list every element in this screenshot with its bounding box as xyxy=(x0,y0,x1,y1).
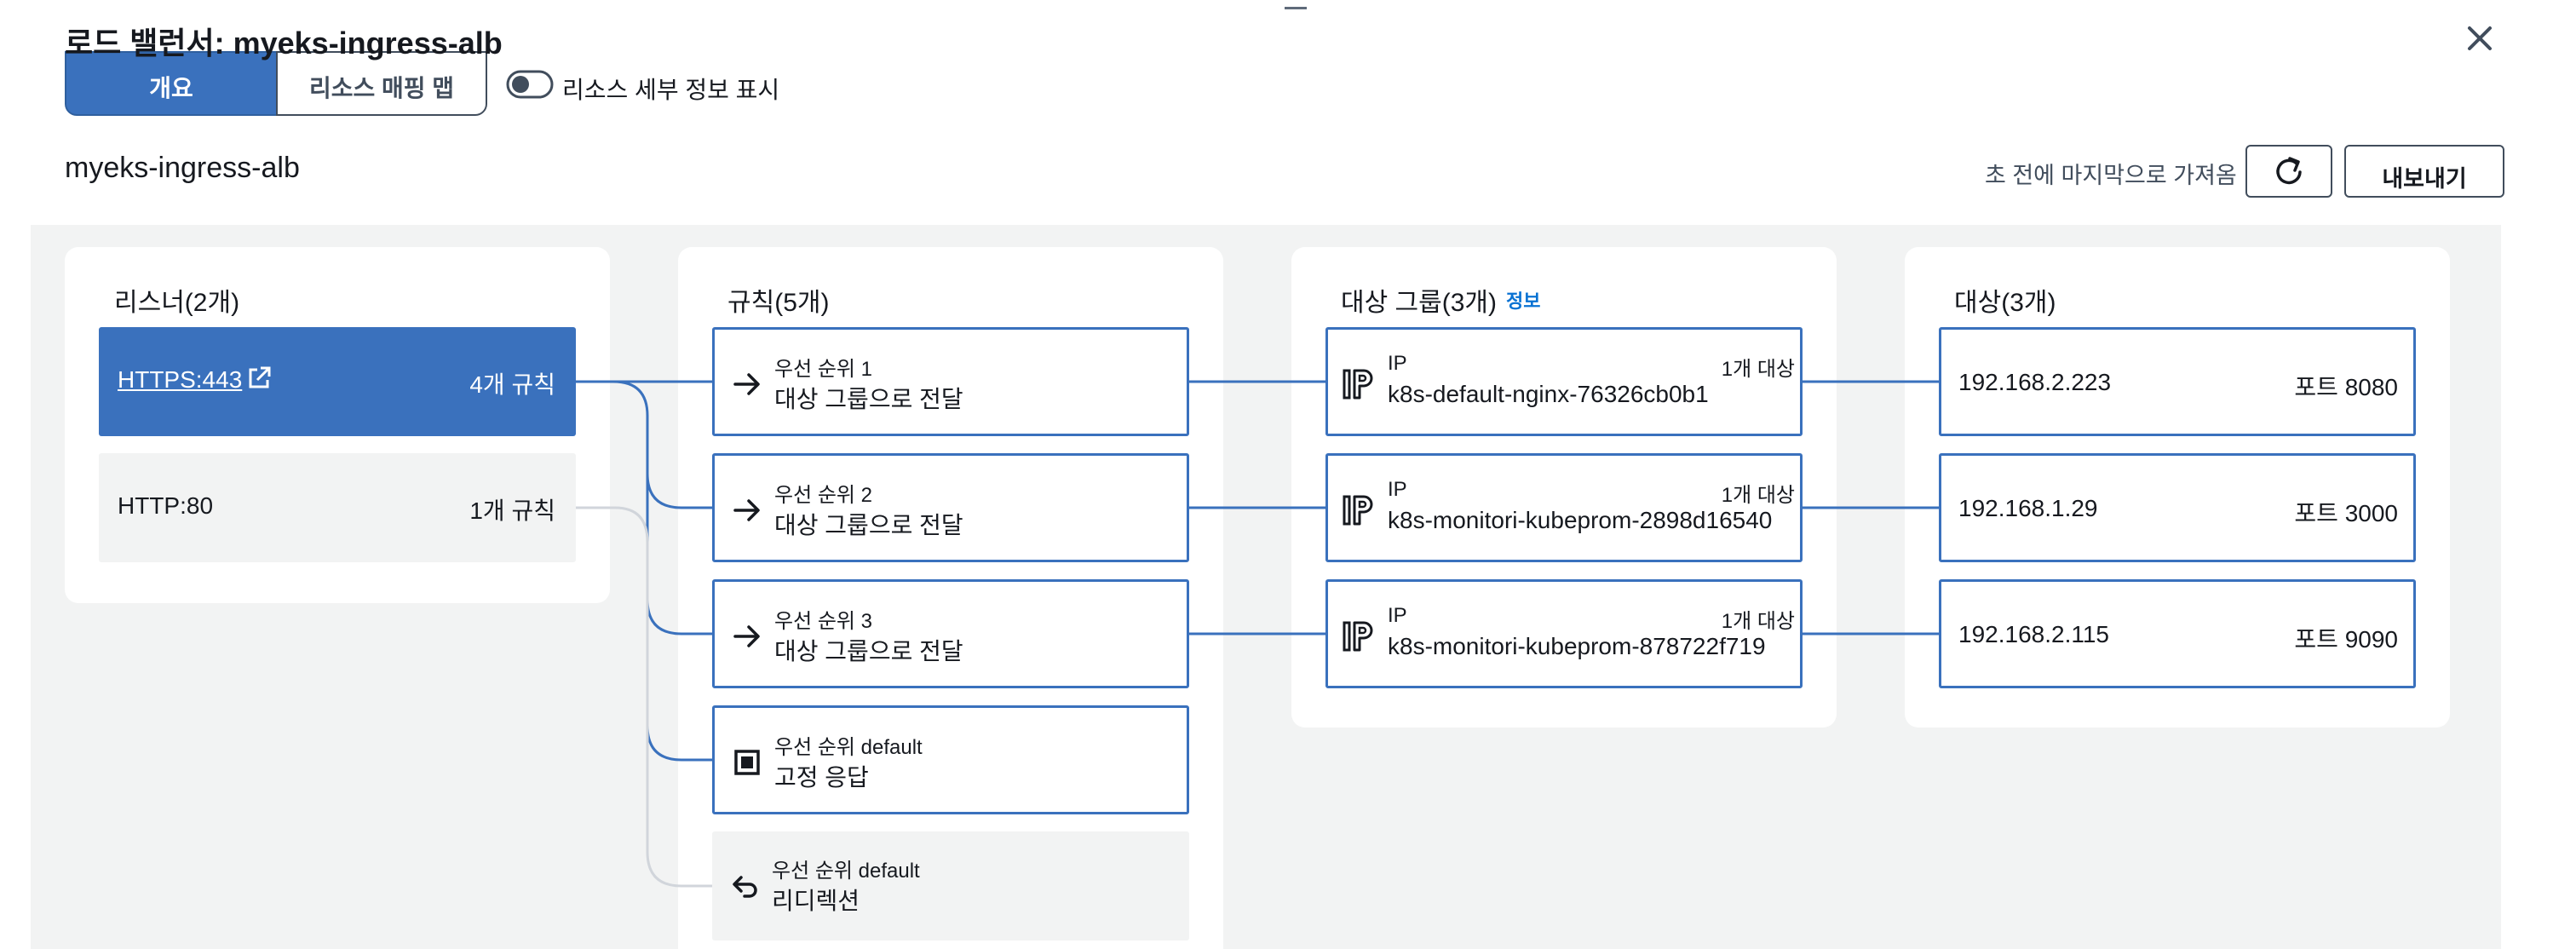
targets-title: 대상(3개) xyxy=(1954,289,2056,317)
target-group-count: 1개 대상 xyxy=(1721,484,1795,507)
target-group-name: k8s-default-nginx-76326cb0b1 xyxy=(1388,381,1709,407)
listener-name[interactable]: HTTPS:443 xyxy=(118,366,243,393)
rule-priority: 우선 순위 2 xyxy=(774,484,873,507)
last-fetched-text: 초 전에 마지막으로 가져옴 xyxy=(1985,163,2237,188)
target-group-name: k8s-monitori-kubeprom-2898d16540 xyxy=(1388,507,1773,533)
target-group-node[interactable]: IP 1개 대상 k8s-default-nginx-76326cb0b1 xyxy=(1325,327,1803,436)
target-group-count: 1개 대상 xyxy=(1721,358,1795,381)
ip-icon xyxy=(1343,495,1373,526)
target-group-node[interactable]: IP 1개 대상 k8s-monitori-kubeprom-2898d1654… xyxy=(1325,453,1803,562)
target-groups-info-link[interactable]: 정보 xyxy=(1506,290,1541,312)
rule-action: 리디렉션 xyxy=(772,888,860,914)
fixed-response-icon xyxy=(734,750,760,775)
segment-overview[interactable]: 개요 xyxy=(65,51,278,116)
target-group-node[interactable]: IP 1개 대상 k8s-monitori-kubeprom-878722f71… xyxy=(1325,579,1803,688)
rule-node[interactable]: 우선 순위 default 고정 응답 xyxy=(712,705,1189,814)
rule-priority: 우선 순위 default xyxy=(774,736,923,759)
details-toggle-label: 리소스 세부 정보 표시 xyxy=(562,77,780,103)
listener-name: HTTP:80 xyxy=(118,492,214,519)
target-node[interactable]: 192.168.2.115 포트 9090 xyxy=(1939,579,2416,688)
rules-title: 규칙(5개) xyxy=(727,289,830,317)
target-port: 포트 9090 xyxy=(2294,626,2398,653)
ip-icon xyxy=(1343,369,1373,400)
target-port: 포트 3000 xyxy=(2294,500,2398,526)
close-button-overlay[interactable] xyxy=(2458,17,2501,60)
target-group-name: k8s-monitori-kubeprom-878722f719 xyxy=(1388,633,1766,659)
toggle-icon xyxy=(506,70,554,99)
rule-node[interactable]: 우선 순위 3 대상 그룹으로 전달 xyxy=(712,579,1189,688)
rule-action: 대상 그룹으로 전달 xyxy=(774,638,963,664)
listener-https-443[interactable]: HTTPS:443 4개 규칙 xyxy=(99,327,576,436)
segment-resource-map[interactable]: 리소스 매핑 맵 xyxy=(276,51,487,116)
details-toggle[interactable] xyxy=(506,60,554,104)
rule-priority: 우선 순위 1 xyxy=(774,358,873,381)
target-groups-title: 대상 그룹(3개) xyxy=(1341,289,1497,317)
load-balancer-name: myeks-ingress-alb xyxy=(65,152,300,184)
target-group-type: IP xyxy=(1388,352,1407,375)
external-link-icon xyxy=(249,366,271,388)
target-ip: 192.168.1.29 xyxy=(1958,495,2098,521)
rule-node[interactable]: 우선 순위 1 대상 그룹으로 전달 xyxy=(712,327,1189,436)
segment-overview-label: 개요 xyxy=(149,75,193,101)
rule-action: 고정 응답 xyxy=(774,764,869,791)
target-group-type: IP xyxy=(1388,604,1407,627)
target-node[interactable]: 192.168.1.29 포트 3000 xyxy=(1939,453,2416,562)
target-ip: 192.168.2.223 xyxy=(1958,369,2112,395)
rule-priority: 우선 순위 default xyxy=(772,860,920,883)
rule-action: 대상 그룹으로 전달 xyxy=(774,512,963,538)
listeners-title: 리스너(2개) xyxy=(114,289,240,317)
segment-resource-map-label: 리소스 매핑 맵 xyxy=(308,75,455,101)
listener-http-80[interactable]: HTTP:80 1개 규칙 xyxy=(99,453,576,562)
target-group-type: IP xyxy=(1388,478,1407,501)
export-button-label: 내보내기 xyxy=(2382,166,2467,192)
rule-node[interactable]: 우선 순위 2 대상 그룹으로 전달 xyxy=(712,453,1189,562)
listener-rule-count: 1개 규칙 xyxy=(469,498,555,524)
rule-action: 대상 그룹으로 전달 xyxy=(774,386,963,412)
rule-priority: 우선 순위 3 xyxy=(774,610,873,633)
target-port: 포트 8080 xyxy=(2294,374,2398,400)
refresh-icon xyxy=(2276,157,2302,185)
target-node[interactable]: 192.168.2.223 포트 8080 xyxy=(1939,327,2416,436)
rule-node[interactable]: 우선 순위 default 리디렉션 xyxy=(712,831,1189,940)
drag-handle-overlay xyxy=(1285,7,1307,9)
listener-rule-count: 4개 규칙 xyxy=(469,371,555,398)
modal-title-overlay: 로드 밸런서: myeks-ingress-alb xyxy=(65,26,503,60)
arrow-right-icon xyxy=(733,625,760,647)
refresh-button[interactable] xyxy=(2245,145,2332,198)
target-ip: 192.168.2.115 xyxy=(1958,621,2109,647)
ip-icon xyxy=(1343,621,1373,652)
target-group-count: 1개 대상 xyxy=(1721,610,1795,633)
arrow-right-icon xyxy=(733,373,760,395)
redirect-icon xyxy=(733,876,757,898)
arrow-right-icon xyxy=(733,499,760,521)
export-button[interactable]: 내보내기 xyxy=(2344,145,2504,198)
close-icon xyxy=(2468,26,2492,50)
